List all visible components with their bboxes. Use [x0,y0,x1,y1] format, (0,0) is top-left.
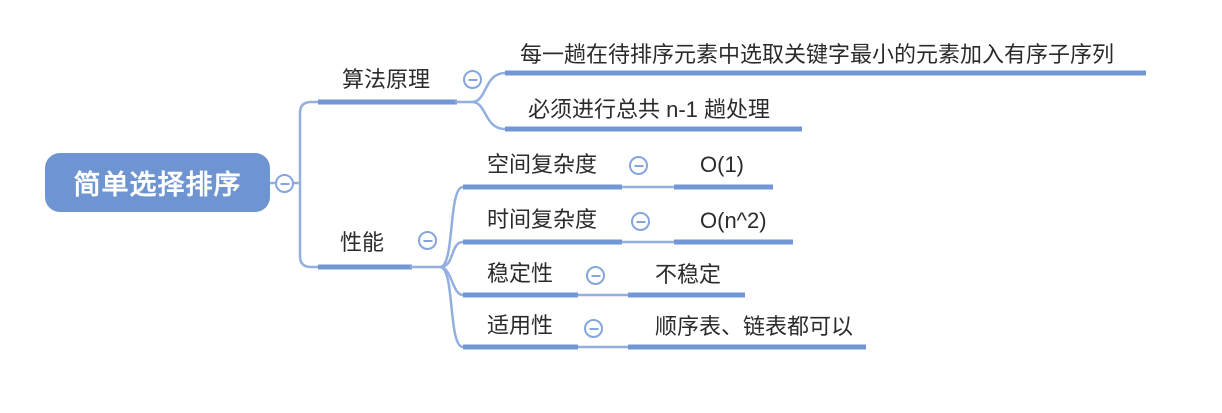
fan-curve-performance-2 [439,240,464,269]
fan-curve-performance-1 [439,185,464,269]
node-label-applicability[interactable]: 适用性 [487,313,554,338]
node-label-space-complexity[interactable]: 空间复杂度 [487,152,598,177]
value-label-stability[interactable]: 不稳定 [655,262,722,287]
branch-label-performance[interactable]: 性能 [340,230,385,255]
value-label-time-complexity[interactable]: O(n^2) [700,208,767,233]
value-label-applicability[interactable]: 顺序表、链表都可以 [655,314,854,339]
leaf-label-principle-2[interactable]: 必须进行总共 n-1 趟处理 [528,97,771,122]
fan-curve-performance-4 [439,265,464,349]
node-label-stability[interactable]: 稳定性 [487,261,554,286]
node-label-time-complexity[interactable]: 时间复杂度 [487,207,598,232]
leaf-label-principle-1[interactable]: 每一趟在待排序元素中选取关键字最小的元素加入有序子序列 [520,42,1115,67]
fan-curve-algorithm-child2 [471,100,506,131]
collapse-minus-icon-algorithm-principle[interactable] [463,70,482,89]
collapse-minus-icon-performance[interactable] [418,231,437,250]
fan-curve-algorithm-child1 [471,71,506,104]
collapse-minus-icon-stability[interactable] [586,266,605,285]
root-node[interactable]: 简单选择排序 [45,153,270,212]
fan-curve-performance-3 [439,265,464,297]
collapse-minus-icon-applicability[interactable] [584,319,603,338]
collapse-minus-icon-root[interactable] [275,174,294,193]
collapse-minus-icon-space-complexity[interactable] [629,156,648,175]
collapse-minus-icon-time-complexity[interactable] [631,212,650,231]
root-bracket-line [298,100,318,269]
value-label-space-complexity[interactable]: O(1) [700,152,744,177]
branch-label-algorithm-principle[interactable]: 算法原理 [342,67,431,92]
